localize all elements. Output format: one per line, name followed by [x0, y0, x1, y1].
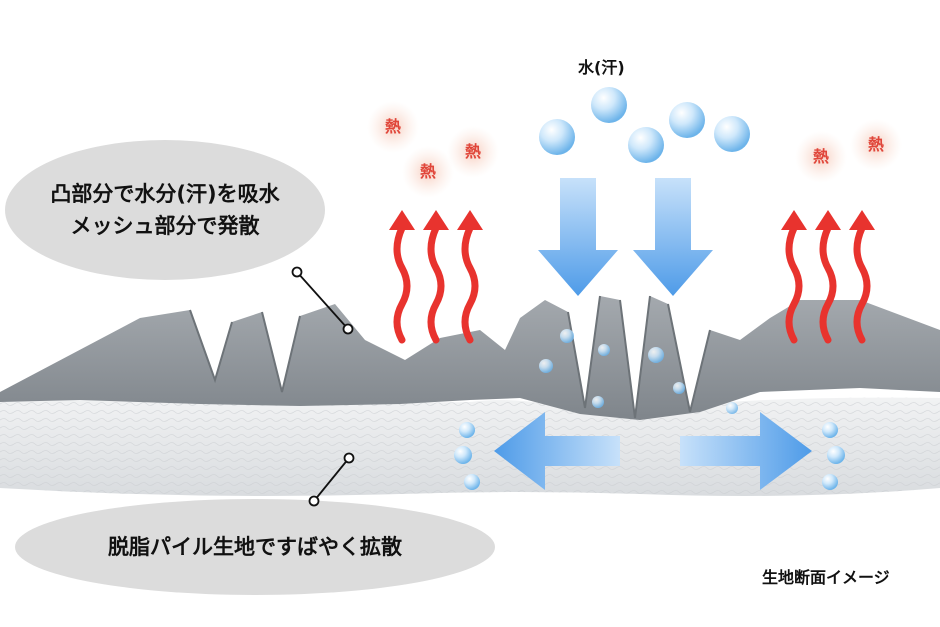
leader-dot [308, 495, 320, 507]
leader-lines [296, 271, 350, 502]
leader-dot [342, 323, 354, 335]
water-droplets-top [539, 87, 750, 163]
water-right-arrow [680, 412, 812, 490]
water-left-arrow [494, 412, 620, 490]
heat-label: 熱 [384, 117, 401, 136]
leader-dot [291, 266, 303, 278]
leader-dot [343, 452, 355, 464]
mesh-fabric-layer [0, 295, 940, 420]
callout-top-bubble [5, 140, 325, 280]
callout-top-line1: 凸部分で水分(汗)を吸水 [50, 182, 280, 206]
water-down-arrows [538, 178, 713, 296]
heat-label: 熱 [464, 142, 481, 161]
heat-arrowheads [389, 210, 875, 230]
heat-label: 熱 [812, 147, 829, 166]
heat-glows [367, 101, 902, 198]
caption: 生地断面イメージ [762, 568, 890, 587]
callout-bottom-bubble [15, 499, 495, 595]
callout-top-line2: メッシュ部分で発散 [70, 214, 260, 238]
heat-label: 熱 [419, 162, 436, 181]
water-label: 水(汗) [578, 58, 625, 77]
heat-arrows [393, 224, 871, 344]
callout-top-text: 凸部分で水分(汗)を吸水 メッシュ部分で発散 [20, 178, 310, 242]
water-droplets-side [454, 422, 845, 490]
heat-label: 熱 [867, 135, 884, 154]
water-droplets-mesh [539, 329, 738, 414]
callout-bottom-text: 脱脂パイル生地ですばやく拡散 [108, 535, 402, 559]
